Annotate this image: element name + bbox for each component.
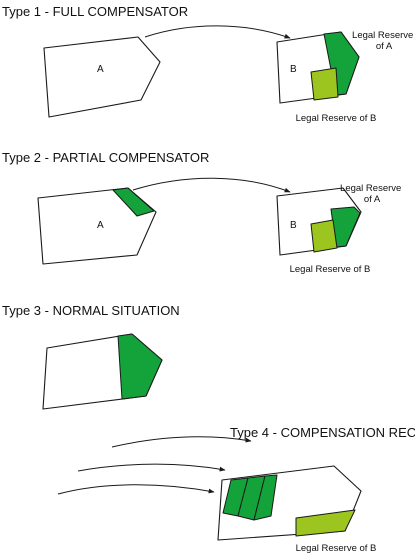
type-4-arrow-1	[111, 436, 252, 448]
type-2-plot-a-label: A	[97, 220, 104, 231]
type-4-heading: Type 4 - COMPENSATION RECEIVER	[230, 425, 415, 440]
type-2-partial-compensator: Type 2 - PARTIAL COMPENSATOR A B Legal R…	[2, 150, 404, 275]
type-4-arrow-2	[77, 463, 226, 472]
type-4-reserve-b-label: Legal Reserve of B	[296, 543, 377, 554]
type-3-reserve	[117, 333, 163, 400]
type-3-normal-situation: Type 3 - NORMAL SITUATION	[2, 303, 180, 410]
type-1-reserve-a-label: Legal Reserve of A	[352, 30, 415, 52]
type-1-plot-a-label: A	[97, 64, 104, 75]
type-4-arrow-3	[57, 484, 215, 495]
type-2-reserve-of-b	[310, 219, 338, 253]
type-2-reserve-a-label: Legal Reserve of A	[340, 183, 404, 205]
type-4-compensation-receiver: Type 4 - COMPENSATION RECEIVER Legal Res…	[57, 425, 415, 554]
type-2-reserve-of-a	[112, 187, 155, 217]
type-2-reserve-b-label: Legal Reserve of B	[290, 264, 371, 275]
type-4-incoming-reserve-3	[253, 474, 278, 521]
type-2-plot-b-label: B	[290, 220, 297, 231]
type-1-heading: Type 1 - FULL COMPENSATOR	[2, 4, 188, 19]
type-3-heading: Type 3 - NORMAL SITUATION	[2, 303, 180, 318]
type-2-arrow	[132, 177, 291, 193]
type-2-heading: Type 2 - PARTIAL COMPENSATOR	[2, 150, 209, 165]
type-1-plot-a	[43, 36, 161, 118]
type-4-reserve-of-b	[295, 509, 356, 537]
type-1-reserve-b-label: Legal Reserve of B	[296, 113, 377, 124]
type-1-plot-b-label: B	[290, 64, 297, 75]
type-1-full-compensator: Type 1 - FULL COMPENSATOR A B Legal Rese…	[2, 4, 415, 124]
type-1-reserve-of-b	[310, 67, 339, 101]
type-1-arrow	[144, 25, 291, 39]
